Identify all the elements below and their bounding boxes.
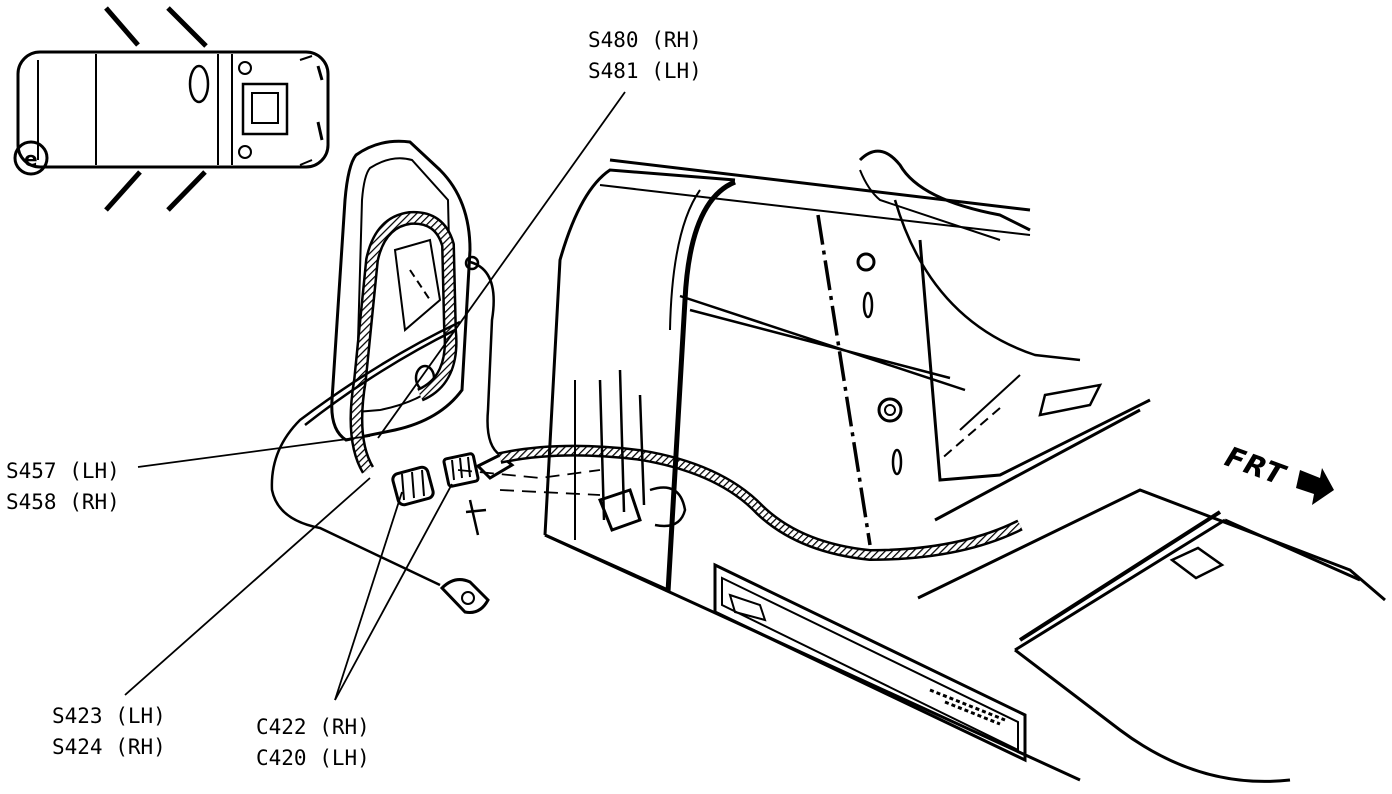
callout-s480-s481: S480 (RH) S481 (LH) — [588, 25, 702, 87]
callout-line-2: S481 (LH) — [588, 59, 702, 83]
leader-lines — [125, 92, 625, 700]
callout-line-1: C422 (RH) — [256, 715, 370, 739]
callout-line-2: S424 (RH) — [52, 735, 166, 759]
callout-line-1: S423 (LH) — [52, 704, 166, 728]
vehicle-locator-inset: e — [15, 4, 328, 210]
rear-deck-lid — [918, 490, 1385, 781]
callout-line-2: C420 (LH) — [256, 746, 370, 770]
callout-c422-c420: C422 (RH) C420 (LH) — [256, 712, 370, 774]
callout-s423-s424: S423 (LH) S424 (RH) — [52, 701, 166, 763]
svg-text:e: e — [24, 147, 38, 171]
front-direction-arrow — [1296, 468, 1334, 505]
callout-line-2: S458 (RH) — [6, 490, 120, 514]
lamp-wires — [272, 257, 500, 585]
callout-line-1: S457 (LH) — [6, 459, 120, 483]
rear-body-panel — [545, 151, 1150, 780]
callout-s457-s458: S457 (LH) S458 (RH) — [6, 456, 120, 518]
main-harness — [500, 451, 1020, 555]
callout-line-1: S480 (RH) — [588, 28, 702, 52]
connector-cluster — [391, 453, 512, 612]
